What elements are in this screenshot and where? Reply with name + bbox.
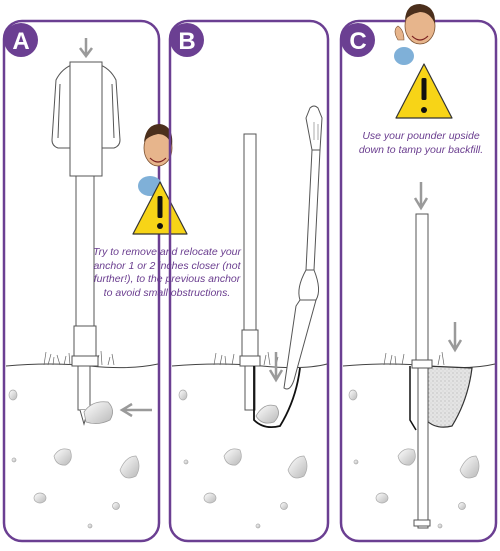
caricature-avatar-c bbox=[394, 4, 436, 65]
warning-caption-c: Use your pounder upside down to tamp you… bbox=[358, 130, 484, 156]
pounder-rod-c bbox=[411, 213, 433, 529]
warning-triangle-icon-a bbox=[132, 181, 188, 235]
digging-bar-b bbox=[283, 105, 323, 390]
warning-caption-a: Try to remove and relocate your anchor 1… bbox=[92, 246, 242, 299]
panel-b-badge bbox=[170, 23, 204, 57]
tamped-backfill-c bbox=[425, 365, 473, 428]
down-arrow-icon-b bbox=[268, 352, 284, 383]
panel-b-letter: B bbox=[178, 28, 195, 55]
rocks-c bbox=[348, 389, 480, 529]
grass-c bbox=[383, 351, 445, 366]
rocks-b bbox=[178, 389, 308, 529]
warning-triangle-icon-c bbox=[395, 63, 453, 119]
dug-hole-b bbox=[253, 366, 301, 429]
panel-b-frame bbox=[168, 19, 330, 543]
ground-line-b bbox=[171, 363, 328, 369]
anchor-rod-c bbox=[409, 366, 417, 431]
down-arrow-icon-c bbox=[447, 322, 463, 353]
rock-in-hole-b bbox=[255, 404, 279, 424]
panel-c-letter: C bbox=[349, 28, 366, 55]
down-arrow-icon-c-top bbox=[413, 182, 429, 211]
panel-a-letter: A bbox=[12, 28, 29, 55]
left-arrow-icon bbox=[119, 402, 152, 418]
panel-b: B bbox=[168, 19, 330, 543]
grass-b bbox=[213, 351, 279, 366]
panel-a: A bbox=[2, 19, 188, 543]
down-arrow-icon-a bbox=[79, 38, 93, 59]
rock-obstruction-a bbox=[83, 401, 113, 424]
driver-tool-a bbox=[51, 61, 121, 426]
anchor-rod-b bbox=[239, 133, 261, 411]
panel-c-badge bbox=[341, 23, 375, 57]
rocks-a bbox=[8, 389, 140, 529]
panel-a-badge bbox=[4, 23, 38, 57]
panel-a-frame bbox=[2, 19, 161, 543]
panel-c: C bbox=[339, 4, 498, 543]
caricature-avatar-a bbox=[138, 124, 173, 196]
